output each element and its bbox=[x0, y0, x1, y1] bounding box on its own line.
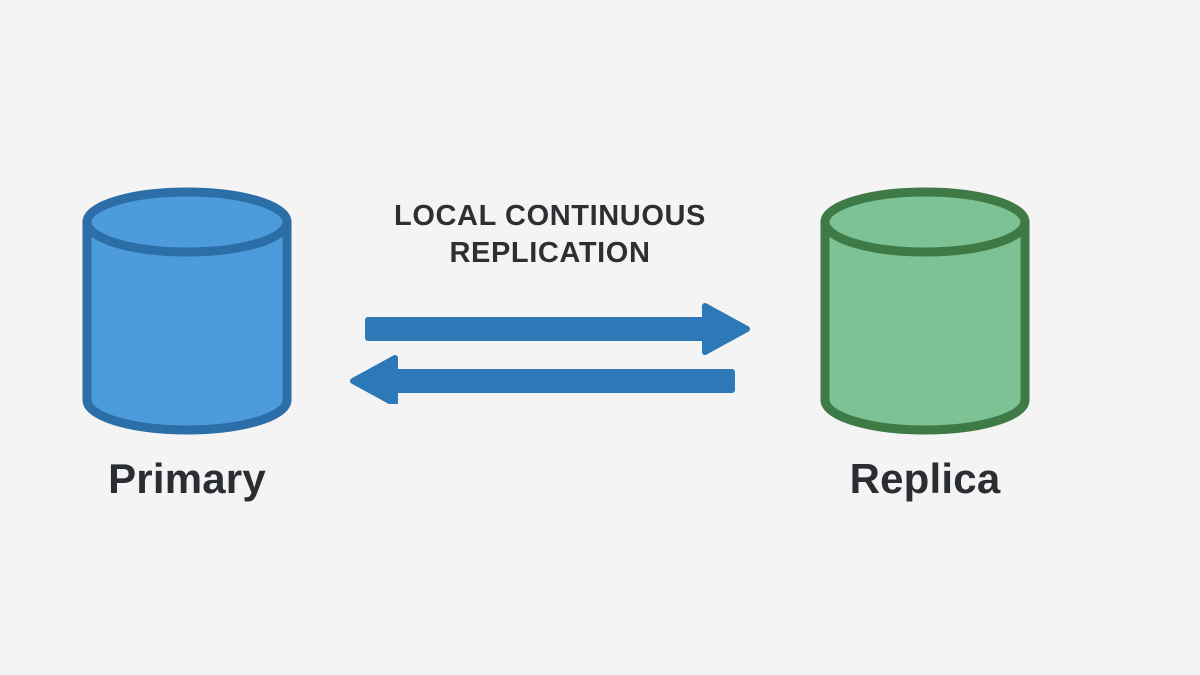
arrow-right-primary-to-replica[interactable] bbox=[365, 303, 750, 355]
bidirectional-arrows bbox=[350, 303, 750, 404]
node-primary[interactable] bbox=[72, 186, 302, 436]
node-replica-label: Replica bbox=[849, 455, 1001, 502]
node-primary-label: Primary bbox=[108, 455, 266, 502]
replication-flow: LOCAL CONTINUOUS REPLICATION bbox=[340, 190, 760, 410]
arrow-left-replica-to-primary[interactable] bbox=[350, 355, 735, 404]
node-replica[interactable] bbox=[810, 186, 1040, 436]
replication-title: LOCAL CONTINUOUS REPLICATION bbox=[394, 200, 706, 270]
database-cylinder-icon bbox=[820, 187, 1030, 435]
database-cylinder-icon bbox=[82, 187, 292, 435]
